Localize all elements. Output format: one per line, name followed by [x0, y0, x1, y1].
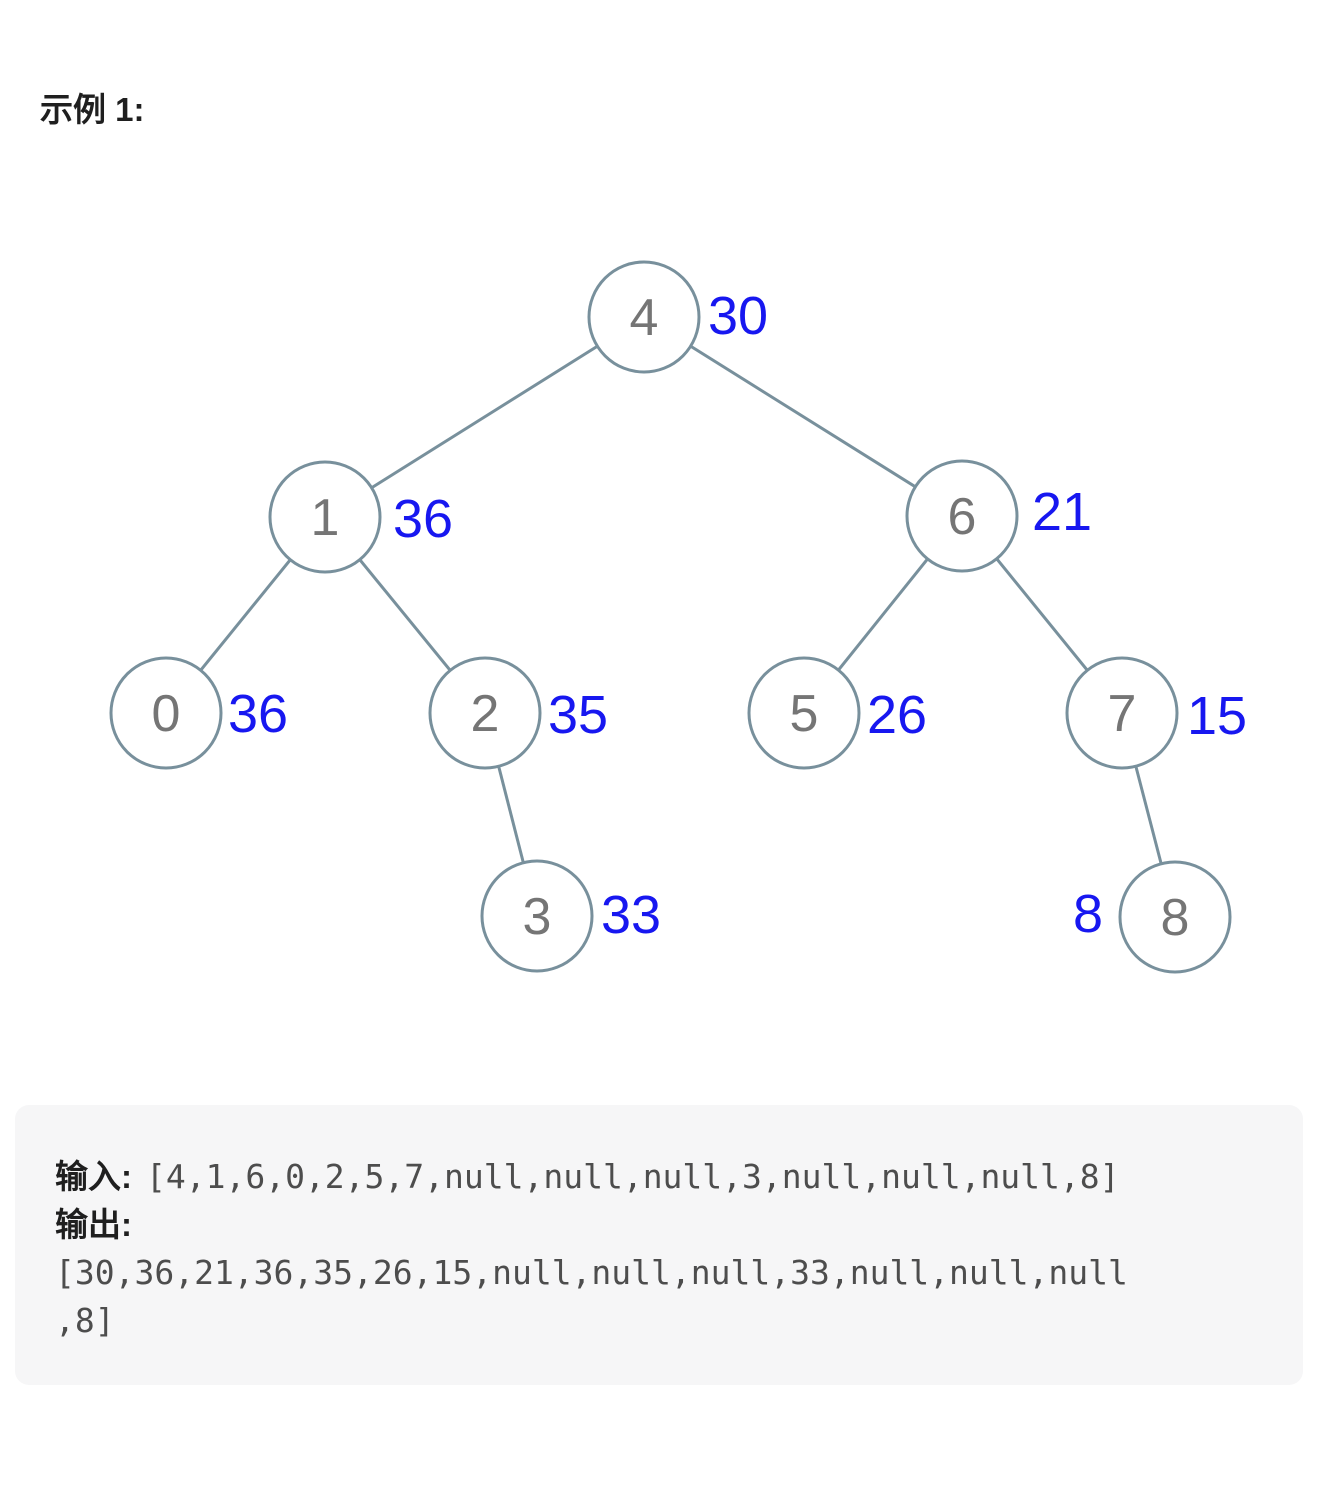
- example-title: 示例 1:: [40, 91, 145, 128]
- node-circle: [905, 459, 1019, 573]
- tree-node-3: 3 33: [480, 859, 661, 973]
- edge-4-6: [643, 315, 963, 518]
- node-circle: [1065, 656, 1179, 770]
- node-circle: [747, 656, 861, 770]
- input-label: 输入:: [55, 1158, 132, 1195]
- tree-node-7: 7 15: [1065, 656, 1247, 770]
- node-circle: [428, 656, 542, 770]
- node-value: 1: [311, 489, 340, 547]
- tree-node-0: 0 36: [109, 656, 288, 770]
- node-value: 6: [948, 488, 977, 546]
- tree-node-6: 6 21: [905, 459, 1092, 573]
- tree-diagram: 4 30 1 36 6 21 0 36 2 35 5 26 7 15 3 33 …: [109, 260, 1247, 974]
- tree-node-1: 1 36: [268, 460, 453, 574]
- node-new-value: 36: [393, 489, 453, 549]
- node-value: 7: [1108, 685, 1137, 743]
- output-value-line-1: [30,36,21,36,35,26,15,null,null,null,33,…: [55, 1249, 1263, 1297]
- node-new-value: 15: [1187, 686, 1247, 746]
- node-new-value: 35: [548, 685, 608, 745]
- tree-node-8: 8 8: [1073, 860, 1232, 974]
- node-value: 2: [471, 685, 500, 743]
- node-value: 3: [523, 888, 552, 946]
- tree-node-5: 5 26: [747, 656, 927, 770]
- node-circle: [587, 260, 701, 374]
- node-circle: [480, 859, 594, 973]
- node-value: 5: [790, 685, 819, 743]
- tree-edges: [164, 315, 1177, 918]
- node-value: 4: [630, 289, 659, 347]
- node-value: 8: [1161, 889, 1190, 947]
- node-new-value: 30: [708, 286, 768, 346]
- input-value: [4,1,6,0,2,5,7,null,null,null,3,null,nul…: [146, 1157, 1120, 1196]
- node-new-value: 26: [867, 685, 927, 745]
- node-circle: [109, 656, 223, 770]
- output-value-part-1: [30,36,21,36,35,26,15,null,null,null,33,…: [55, 1253, 1128, 1292]
- node-new-value: 36: [228, 684, 288, 744]
- tree-node-2: 2 35: [428, 656, 608, 770]
- node-new-value: 21: [1032, 482, 1092, 542]
- node-circle: [1118, 860, 1232, 974]
- input-line: 输入: [4,1,6,0,2,5,7,null,null,null,3,null,…: [55, 1153, 1263, 1201]
- node-value: 0: [152, 685, 181, 743]
- node-circle: [268, 460, 382, 574]
- output-label-line: 输出:: [55, 1201, 1263, 1249]
- output-value-part-2: ,8]: [55, 1301, 115, 1340]
- node-new-value: 33: [601, 885, 661, 945]
- node-new-value: 8: [1073, 884, 1103, 944]
- edge-4-1: [324, 315, 645, 519]
- output-label: 输出:: [55, 1206, 132, 1243]
- example-io-box: 输入: [4,1,6,0,2,5,7,null,null,null,3,null,…: [15, 1105, 1303, 1385]
- output-value-line-2: ,8]: [55, 1297, 1263, 1345]
- tree-node-4: 4 30: [587, 260, 768, 374]
